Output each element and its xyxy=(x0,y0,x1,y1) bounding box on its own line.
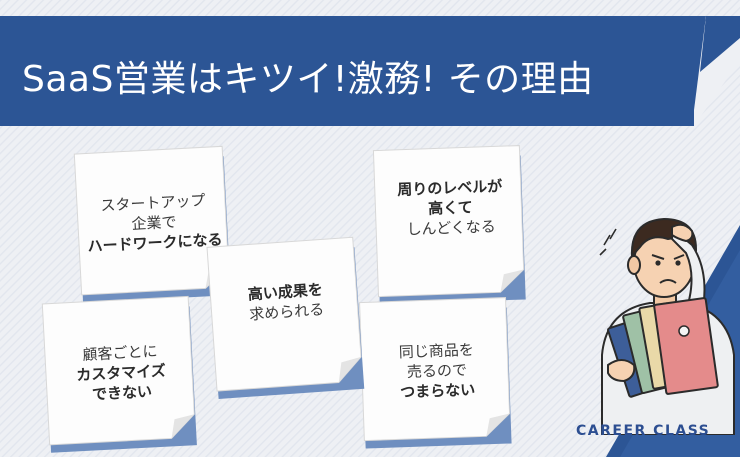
note-line: 同じ商品を xyxy=(398,340,475,362)
reason-note-startup: スタートアップ 企業で ハードワークになる xyxy=(73,145,233,303)
note-line-bold: 高くて xyxy=(427,198,474,218)
reason-note-high-results: 高い成果を 求められる xyxy=(206,236,367,399)
note-line-bold: つまらない xyxy=(399,380,476,402)
page-title: SaaS営業はキツイ!激務! その理由 xyxy=(22,59,594,100)
note-line-bold: できない xyxy=(91,381,153,404)
note-line: スタートアップ xyxy=(100,190,206,215)
note-line: 売るので xyxy=(406,360,468,382)
reason-note-customization: 顧客ごとに カスタマイズ できない xyxy=(41,295,199,453)
reason-note-peer-level: 周りのレベルが 高くて しんどくなる xyxy=(372,145,528,305)
note-line: しんどくなる xyxy=(406,217,497,239)
career-class-logo: CAREER CLASS xyxy=(576,423,711,439)
reason-note-same-product: 同じ商品を 売るので つまらない xyxy=(359,297,515,449)
note-line-bold: カスタマイズ xyxy=(75,361,167,384)
note-line-bold: 周りのレベルが xyxy=(396,177,503,199)
note-paper xyxy=(206,236,365,399)
note-paper xyxy=(73,145,231,303)
title-banner xyxy=(0,16,740,126)
note-line-bold: ハードワークになる xyxy=(87,229,223,255)
note-paper xyxy=(41,295,197,453)
note-line: 企業で xyxy=(131,212,177,233)
note-paper xyxy=(372,145,526,305)
note-paper xyxy=(359,297,512,449)
stressed-man-holding-binders-icon xyxy=(599,217,735,435)
note-line: 求められる xyxy=(248,300,325,324)
